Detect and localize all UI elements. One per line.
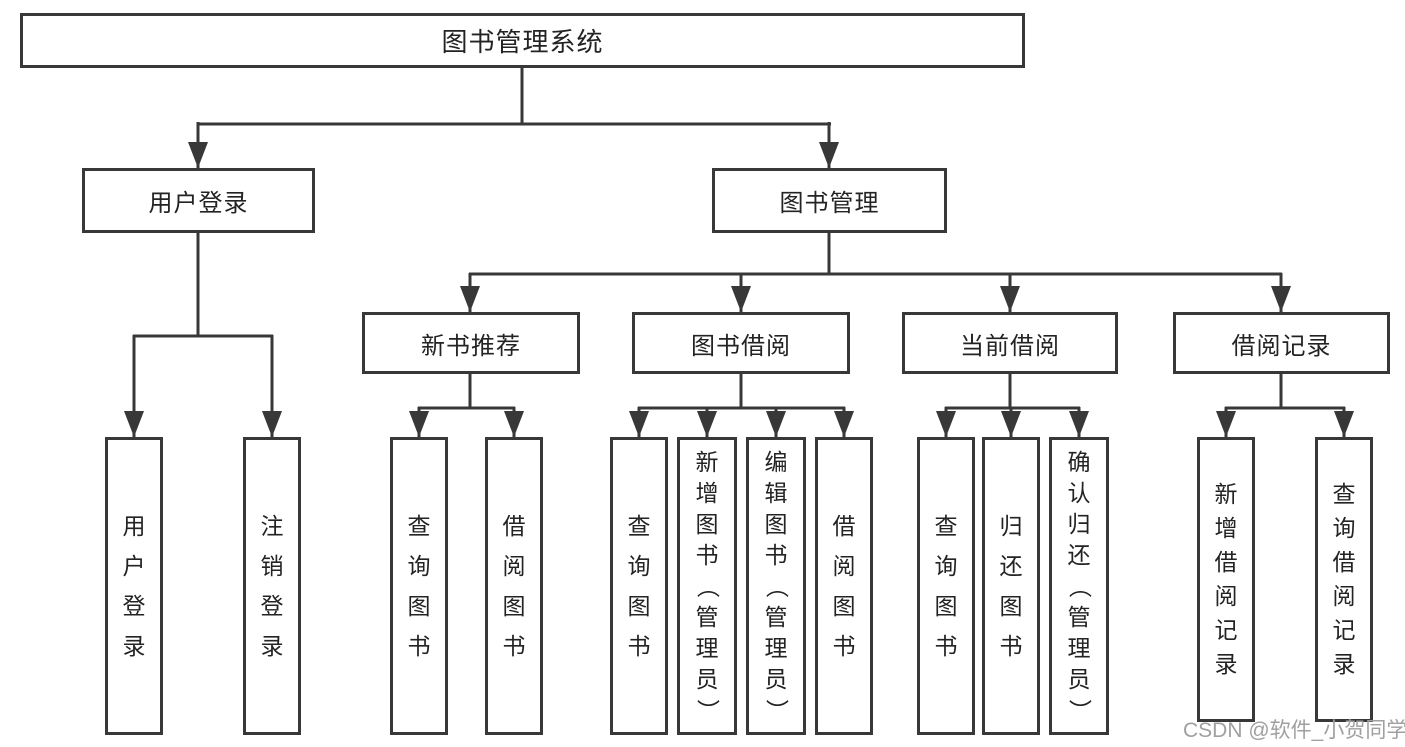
arrow-down-icon [124, 411, 144, 437]
leaf-add-borrow-record: 新增借阅记录 [1197, 437, 1255, 722]
connector-line [197, 122, 831, 126]
leaf-query-books-1: 查询图书 [390, 437, 448, 735]
arrow-down-icon [819, 142, 839, 168]
connector-line [468, 374, 472, 409]
node-new-book-recommend: 新书推荐 [362, 312, 580, 374]
connector-line [638, 406, 845, 410]
connector-line [739, 374, 743, 409]
leaf-return-books: 归还图书 [982, 437, 1040, 735]
connector-line [945, 406, 1080, 410]
leaf-add-book-admin: 新增图书（管理员） [677, 437, 737, 735]
node-root-system: 图书管理系统 [20, 13, 1025, 68]
connector-line [1225, 406, 1345, 410]
arrow-down-icon [731, 286, 751, 312]
leaf-query-books-3: 查询图书 [917, 437, 975, 735]
arrow-down-icon [697, 411, 717, 437]
arrow-down-icon [629, 411, 649, 437]
arrow-down-icon [766, 411, 786, 437]
arrow-down-icon [409, 411, 429, 437]
leaf-user-login: 用户登录 [105, 437, 163, 735]
connector-line [196, 233, 200, 337]
watermark-text: CSDN @软件_小贺同学 [1183, 719, 1405, 742]
leaf-query-borrow-record: 查询借阅记录 [1315, 437, 1373, 722]
node-book-management: 图书管理 [712, 168, 947, 233]
node-user-login: 用户登录 [82, 168, 315, 233]
node-book-borrow: 图书借阅 [632, 312, 850, 374]
connector-line [520, 68, 524, 124]
arrow-down-icon [188, 142, 208, 168]
arrow-down-icon [262, 411, 282, 437]
leaf-query-books-2: 查询图书 [610, 437, 668, 735]
arrow-down-icon [460, 286, 480, 312]
connector-line [469, 272, 1282, 276]
connector-line [827, 233, 831, 275]
arrow-down-icon [834, 411, 854, 437]
arrow-down-icon [1216, 411, 1236, 437]
arrow-down-icon [1001, 411, 1021, 437]
connector-line [1008, 374, 1012, 409]
leaf-borrow-books-2: 借阅图书 [815, 437, 873, 735]
arrow-down-icon [1334, 411, 1354, 437]
connector-line [270, 335, 274, 437]
connector-line [133, 334, 273, 338]
connector-line [132, 335, 136, 437]
node-borrow-records: 借阅记录 [1173, 312, 1390, 374]
arrow-down-icon [504, 411, 524, 437]
leaf-logout: 注销登录 [243, 437, 301, 735]
node-current-borrow: 当前借阅 [902, 312, 1118, 374]
arrow-down-icon [1000, 286, 1020, 312]
connector-line [418, 406, 515, 410]
leaf-borrow-books-1: 借阅图书 [485, 437, 543, 735]
arrow-down-icon [936, 411, 956, 437]
arrow-down-icon [1271, 286, 1291, 312]
connector-line [1279, 374, 1283, 409]
arrow-down-icon [1069, 411, 1089, 437]
leaf-edit-book-admin: 编辑图书（管理员） [746, 437, 806, 735]
leaf-confirm-return-admin: 确认归还（管理员） [1049, 437, 1109, 735]
